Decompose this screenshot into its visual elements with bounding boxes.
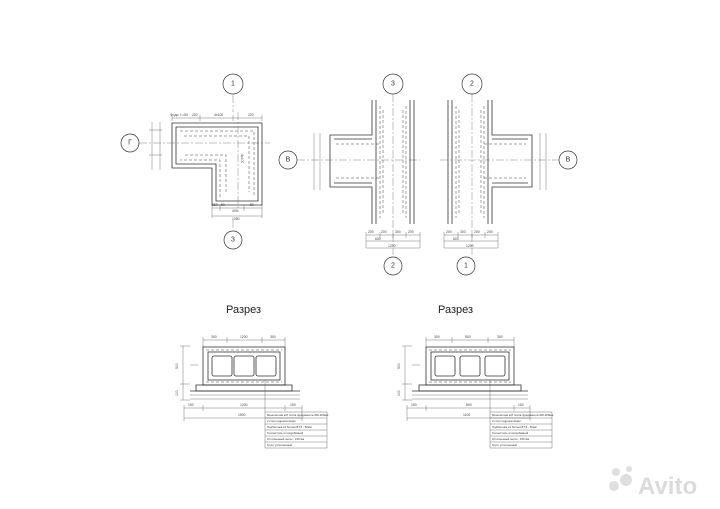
legend-item-3: Геотекстиль иглопробивной (267, 431, 304, 435)
watermark-logo: Avito (638, 473, 697, 500)
dim-top-3: 200 (248, 113, 254, 117)
dim-overall: 1100 (463, 413, 470, 417)
dim-bottom-2: 200 (474, 230, 480, 234)
axis-label-bottom: 3 (231, 237, 235, 244)
dim-top-1: 200 (192, 113, 198, 117)
watermark-dot-icon (620, 474, 632, 486)
legend-item-1: 2 слоя гидроизоляции (267, 419, 296, 423)
dim-left-1: 100 (397, 390, 401, 396)
dim-bottom-3: 200 (408, 230, 414, 234)
dim-bottom-1: 800 (466, 403, 472, 407)
watermark-dot-icon (612, 468, 620, 476)
legend-item-5: Грунт уплотненный (492, 443, 517, 447)
plan-view-corner: 1 Г Ф=ди. L=50 200 4x100 200 4x100 25 (120, 73, 270, 250)
dim-overall: 600 (375, 237, 381, 241)
legend-item-3: Геотекстиль иглопробивной (492, 431, 529, 435)
dim-top-0: 300 (434, 335, 440, 339)
legend-item-0: Монолитная ж/б плита фундамента 400-300м… (267, 413, 328, 417)
legend-item-2: Подбетонка из бетона В7,5 - 50мм (492, 425, 537, 429)
legend-item-2: Подбетонка из бетона В7,5 - 50мм (267, 425, 312, 429)
dim-bottom-0: 150 (188, 403, 194, 407)
dim-bottom-2: 150 (290, 403, 296, 407)
dim-top-1: 1200 (240, 335, 248, 339)
section-view-right: Разрез 300 800 300 500 100 150 800 (397, 304, 553, 449)
dim-bottom-2: 150 (518, 403, 524, 407)
avito-watermark: Avito (609, 466, 697, 500)
dim-bottom-3: 200 (487, 230, 493, 234)
dim-bottom-0: 200 (368, 230, 374, 234)
dim-top-2: 300 (497, 335, 503, 339)
dim-top-0: 300 (211, 335, 217, 339)
dim-bottom-1: 1200 (240, 403, 248, 407)
dim-bottom-1: 50 (221, 203, 225, 207)
dim-bottom-0: 200 (446, 230, 452, 234)
axis-label-bottom: 2 (391, 263, 395, 270)
dim-bottom-2: 300 (395, 230, 401, 234)
svg-text:4x100: 4x100 (240, 154, 244, 163)
axis-label-top: 1 (231, 81, 235, 88)
dim-total: 1200 (388, 244, 396, 248)
dim-left-1: 100 (175, 390, 179, 396)
legend-item-4: Уплотненный песок - 150 мм (492, 437, 529, 441)
legend-item-0: Монолитная ж/б плита фундамента 400-300м… (492, 413, 553, 417)
dim-bottom-1: 300 (460, 230, 466, 234)
section-title: Разрез (226, 304, 261, 316)
dim-top-2: 4x100 (214, 113, 223, 117)
legend-item-1: 2 слоя гидроизоляции (492, 419, 521, 423)
axis-label-top: 3 (391, 81, 395, 88)
axis-bubble-bottom (223, 230, 243, 250)
watermark-dot-icon (609, 481, 619, 491)
section-title: Разрез (438, 304, 473, 316)
dim-top-0: Ф=ди. L=50 (170, 113, 188, 117)
dim-left-0: 500 (397, 363, 401, 369)
dim-overall: 1050 (232, 217, 240, 221)
legend-item-4: Уплотненный песок - 150 мм (267, 437, 304, 441)
legend-item-5: Грунт уплотненный (267, 443, 292, 447)
dim-overall: 1500 (238, 413, 246, 417)
dim-top-2: 300 (270, 335, 276, 339)
axis-label-side: Г (128, 140, 132, 147)
dim-bottom-0: 150 (411, 403, 417, 407)
axis-label-side: В (286, 157, 291, 164)
dim-bottom-1: 200 (381, 230, 387, 234)
axis-label-bottom: 1 (464, 263, 468, 270)
dim-bottom-0: 250 (212, 203, 218, 207)
dim-overall: 600 (453, 237, 459, 241)
plan-view-tee-left: 3 В 200 200 300 200 600 1200 (278, 73, 421, 276)
dim-bottom-3: 50 (250, 203, 254, 207)
section-view-left: Разрез 300 1200 300 500 100 (175, 304, 328, 449)
dim-total: 1200 (466, 244, 474, 248)
axis-label-side: В (566, 157, 571, 164)
dim-top-1: 800 (465, 335, 471, 339)
axis-label-top: 2 (470, 81, 474, 88)
plan-view-tee-right: 2 В 200 300 200 200 600 1200 1 (440, 73, 578, 276)
axis-bubble-bottom (383, 256, 403, 276)
watermark-dot-icon (626, 466, 632, 472)
dim-bottom-2: 400 (232, 209, 238, 213)
axis-bubble-bottom (456, 256, 476, 276)
dim-left-0: 500 (175, 363, 179, 369)
axis-bubble-top (222, 73, 244, 95)
